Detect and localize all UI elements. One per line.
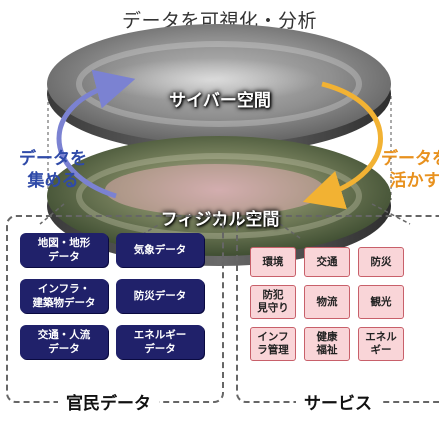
chip-line: 交通 xyxy=(316,255,338,268)
data-chip: 交通・人流データ xyxy=(20,325,108,359)
data-chip: インフラ・建築物データ xyxy=(20,279,108,313)
service-chip: インフラ管理 xyxy=(250,327,296,361)
service-chip: 環境 xyxy=(250,247,296,277)
chip-line: 防災データ xyxy=(133,290,187,302)
chip-line: 観光 xyxy=(370,295,392,308)
data-chip: 気象データ xyxy=(116,233,204,267)
service-chip: 交通 xyxy=(304,247,350,277)
chip-line: 地図・地形 xyxy=(37,237,91,249)
chip-line: ギー xyxy=(370,344,392,356)
chip-line: データ xyxy=(144,343,176,355)
utilize-arrow xyxy=(302,81,383,210)
left-funnel xyxy=(39,203,161,239)
chip-line: 防犯 xyxy=(262,289,284,301)
cyber-space-disc xyxy=(47,24,391,154)
service-chip: 防災 xyxy=(358,247,404,277)
utilize-data-line: 活かす xyxy=(389,171,439,191)
chip-line: 交通・人流 xyxy=(37,329,91,341)
service-chip: 観光 xyxy=(358,285,404,319)
service-chip: 物流 xyxy=(304,285,350,319)
cyber-space-label: サイバー空間 xyxy=(169,91,271,111)
chip-line: インフ xyxy=(257,331,289,343)
services-label: サービス xyxy=(296,389,380,414)
service-chip: 防犯見守り xyxy=(250,285,296,319)
chip-line: エネル xyxy=(365,331,397,343)
utilize-data-label: データを 活かす xyxy=(370,148,439,192)
collect-data-label: データを 集める xyxy=(10,148,96,192)
chip-line: 建築物データ xyxy=(32,297,96,309)
collect-data-line: 集める xyxy=(27,171,79,191)
public-private-data-box: 地図・地形データ 気象データ インフラ・建築物データ 防災データ 交通・人流デー… xyxy=(6,215,224,403)
data-chip: エネルギーデータ xyxy=(116,325,204,359)
collect-arrow xyxy=(56,69,136,199)
chip-line: 防災 xyxy=(370,255,392,268)
chip-line: インフラ・ xyxy=(37,283,91,295)
right-funnel xyxy=(279,203,411,239)
chip-line: データ xyxy=(48,251,80,263)
chip-line: データ xyxy=(48,343,80,355)
chip-line: 環境 xyxy=(262,255,284,268)
chip-line: 健康 xyxy=(316,331,338,343)
chip-line: エネルギー xyxy=(133,329,187,341)
service-chip: エネルギー xyxy=(358,327,404,361)
chip-line: 物流 xyxy=(316,295,338,308)
chip-line: 福祉 xyxy=(316,344,338,356)
collect-data-line: データを xyxy=(19,149,87,169)
chip-line: ラ管理 xyxy=(257,344,289,356)
data-chip: 防災データ xyxy=(116,279,204,313)
public-private-data-label: 官民データ xyxy=(58,389,159,414)
utilize-data-line: データを xyxy=(381,149,439,169)
data-chip: 地図・地形データ xyxy=(20,233,108,267)
chip-line: 気象データ xyxy=(133,244,187,256)
chip-line: 見守り xyxy=(257,302,289,314)
services-box: 環境 交通 防災 防犯見守り 物流 観光 インフラ管理 健康福祉 エネルギー xyxy=(236,215,439,403)
service-chip: 健康福祉 xyxy=(304,327,350,361)
